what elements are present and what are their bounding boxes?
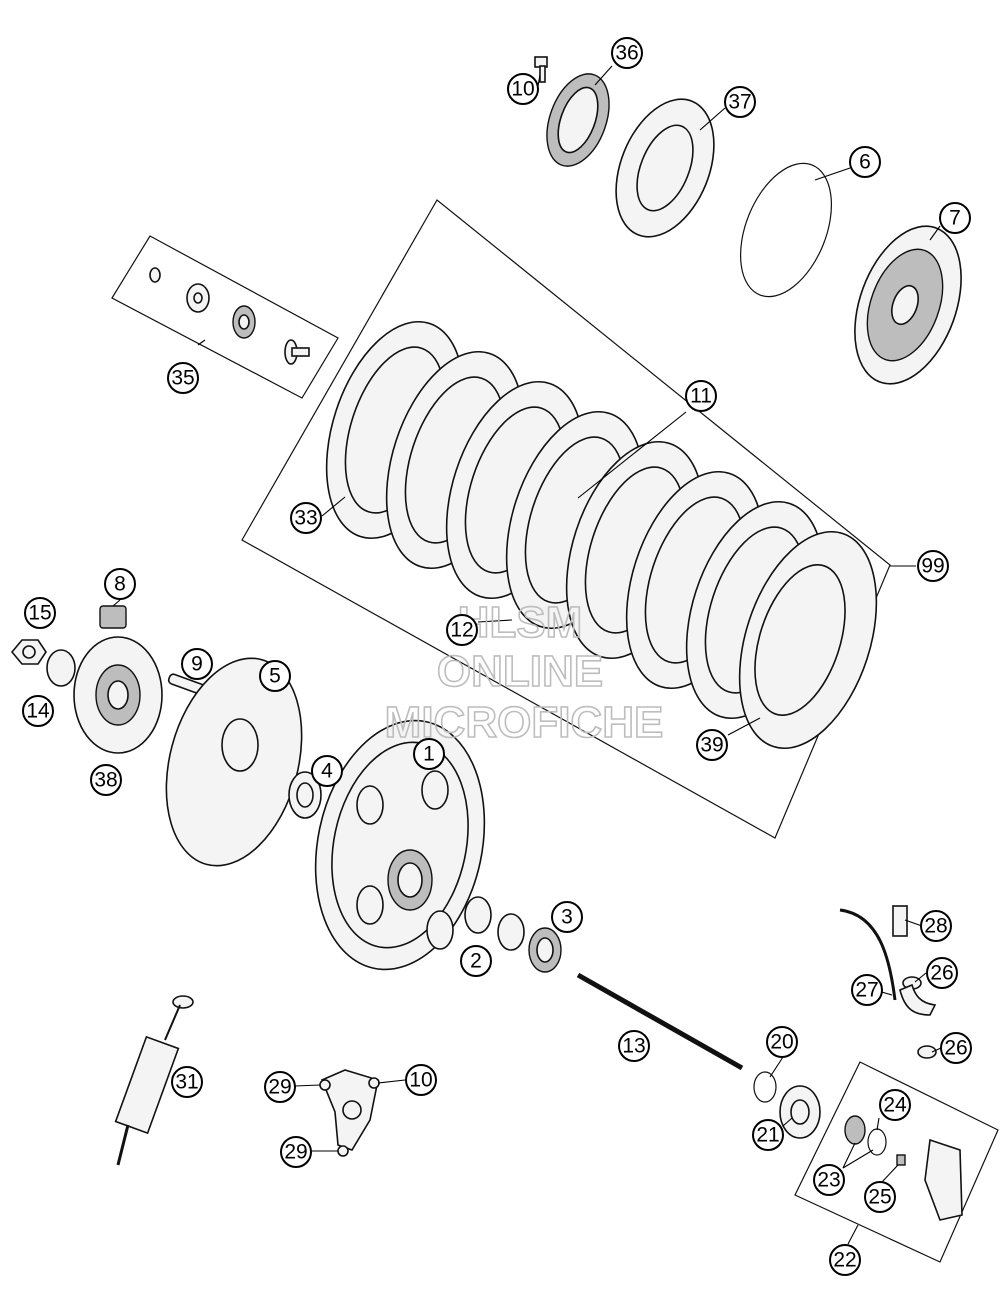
push-rod-part (576, 972, 744, 1071)
callout-label: 8 (114, 573, 126, 596)
callout-label: 27 (855, 979, 878, 1002)
callout-label: 26 (930, 962, 953, 985)
callout-9[interactable]: 9 (181, 648, 213, 680)
watermark-line2: ONLINE (437, 647, 603, 696)
callout-label: 5 (269, 665, 281, 688)
seal-gasket-parts (753, 1071, 821, 1139)
callout-3[interactable]: 3 (551, 901, 583, 933)
callout-8[interactable]: 8 (104, 568, 136, 600)
hose-parts (839, 905, 937, 1059)
clutch-basket-part (314, 719, 486, 971)
callout-label: 21 (756, 1124, 779, 1147)
callout-label: 11 (690, 385, 712, 408)
callout-37[interactable]: 37 (724, 86, 756, 118)
washer-part (288, 771, 322, 819)
callout-label: 29 (284, 1141, 307, 1164)
callout-label: 28 (924, 915, 947, 938)
watermark-line1: HLSM (458, 598, 583, 647)
callout-label: 39 (700, 734, 723, 757)
callout-1[interactable]: 1 (413, 738, 445, 770)
callout-label: 6 (859, 151, 871, 174)
grease-syringe-part (114, 995, 194, 1166)
callout-35[interactable]: 35 (167, 362, 199, 394)
callout-15[interactable]: 15 (24, 597, 56, 629)
callout-36[interactable]: 36 (611, 37, 643, 69)
watermark: HLSM ONLINE MICROFICHE (384, 597, 664, 748)
callout-6[interactable]: 6 (849, 146, 881, 178)
callout-label: 1 (423, 743, 435, 766)
callout-label: 13 (622, 1035, 645, 1058)
callout-29-lower[interactable]: 29 (280, 1136, 312, 1168)
callout-10-bottom[interactable]: 10 (405, 1064, 437, 1096)
clutch-pack-box (241, 199, 891, 839)
callout-label: 29 (268, 1076, 291, 1099)
callout-39[interactable]: 39 (696, 729, 728, 761)
callout-label: 26 (944, 1037, 967, 1060)
callout-label: 22 (833, 1249, 856, 1272)
callout-label: 10 (511, 78, 534, 101)
callout-label: 2 (470, 950, 482, 973)
callout-label: 33 (294, 507, 317, 530)
callout-label: 20 (770, 1031, 793, 1054)
callout-25[interactable]: 25 (864, 1181, 896, 1213)
callout-label: 3 (561, 906, 573, 929)
callout-label: 37 (728, 91, 751, 114)
pressure-plate-part (854, 225, 962, 385)
callout-27[interactable]: 27 (851, 974, 883, 1006)
callout-33[interactable]: 33 (290, 502, 322, 534)
callout-99[interactable]: 99 (917, 550, 949, 582)
slave-cylinder-parts (844, 1115, 963, 1221)
callout-10-top[interactable]: 10 (507, 73, 539, 105)
callout-31[interactable]: 31 (171, 1066, 203, 1098)
clutch-plates-stack (325, 320, 878, 750)
thrust-bearing-part (546, 73, 610, 167)
callout-label: 25 (868, 1186, 891, 1209)
callout-20[interactable]: 20 (766, 1026, 798, 1058)
callout-11[interactable]: 11 (685, 380, 717, 412)
callout-label: 36 (615, 42, 638, 65)
callout-label: 15 (28, 602, 51, 625)
callout-label: 23 (817, 1169, 840, 1192)
callout-label: 14 (26, 700, 50, 723)
callout-5[interactable]: 5 (259, 660, 291, 692)
slave-cylinder-box (794, 1061, 999, 1263)
bushing-parts (464, 896, 562, 973)
bearing-kit-parts (149, 267, 310, 365)
callout-2[interactable]: 2 (460, 945, 492, 977)
callout-14[interactable]: 14 (22, 695, 54, 727)
callout-label: 35 (171, 367, 194, 390)
callout-label: 12 (450, 619, 473, 642)
callout-21[interactable]: 21 (752, 1119, 784, 1151)
callout-38[interactable]: 38 (90, 764, 122, 796)
pressure-disc-part (615, 98, 715, 238)
callout-label: 24 (883, 1094, 907, 1117)
callout-22[interactable]: 22 (829, 1244, 861, 1276)
bearing-kit-box (111, 235, 339, 399)
callout-26-lower[interactable]: 26 (940, 1032, 972, 1064)
snap-ring-part (739, 162, 833, 298)
callout-7[interactable]: 7 (939, 202, 971, 234)
hub-nut-parts (10, 605, 163, 754)
callout-label: 38 (94, 769, 117, 792)
callout-label: 9 (191, 653, 203, 676)
bracket-part (319, 1069, 380, 1157)
callout-4[interactable]: 4 (311, 755, 343, 787)
callout-label: 7 (949, 207, 961, 230)
bolt-part (534, 56, 548, 83)
callout-23[interactable]: 23 (813, 1164, 845, 1196)
callout-label: 4 (321, 760, 333, 783)
callout-28[interactable]: 28 (920, 910, 952, 942)
callout-13[interactable]: 13 (618, 1030, 650, 1062)
callout-label: 31 (175, 1071, 198, 1094)
callout-label: 99 (921, 555, 944, 578)
callout-12[interactable]: 12 (446, 614, 478, 646)
callout-29-upper[interactable]: 29 (264, 1071, 296, 1103)
callout-26-upper[interactable]: 26 (926, 957, 958, 989)
callout-label: 10 (409, 1069, 432, 1092)
callout-24[interactable]: 24 (879, 1089, 911, 1121)
